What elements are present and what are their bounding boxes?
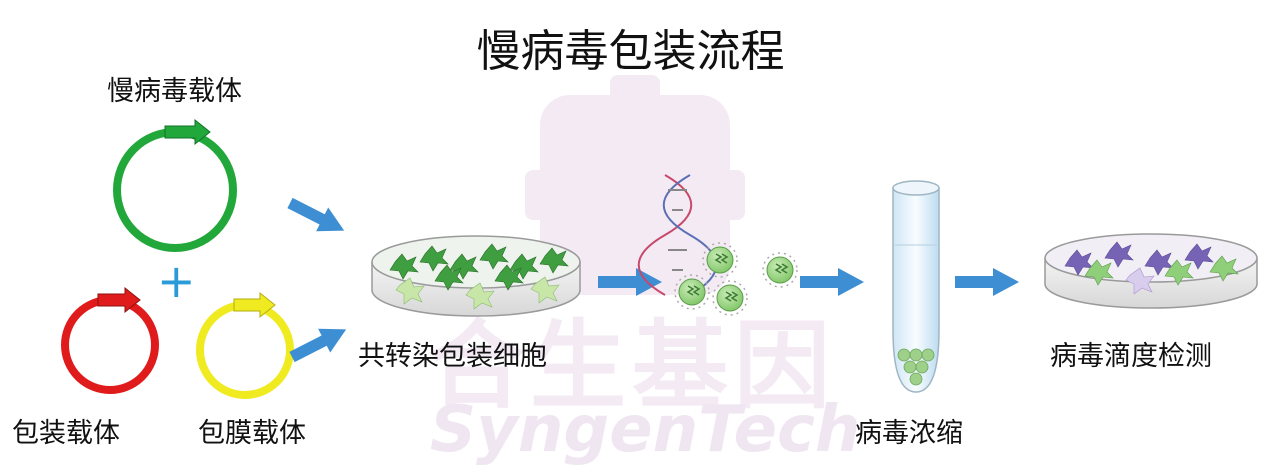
- virus-particle-icon: [712, 280, 748, 316]
- flow-arrow-icon: [800, 268, 864, 296]
- concentration-label: 病毒浓缩: [855, 418, 963, 449]
- watermark-brand-text: SyngenTech: [430, 393, 861, 467]
- watermark-gear-icon: [525, 75, 745, 295]
- dna-helix-icon: [637, 174, 718, 296]
- packaging-vector-plasmid-icon: [61, 286, 159, 394]
- envelope-vector-plasmid-icon: [196, 291, 294, 399]
- flow-arrow-icon: [285, 317, 353, 369]
- plus-sign: +: [157, 254, 196, 308]
- titer-petri-dish-icon: [1044, 233, 1258, 309]
- cotransfection-label: 共转染包装细胞: [358, 341, 547, 372]
- page-title: 慢病毒包装流程: [476, 26, 785, 77]
- virus-particle-icon: [762, 252, 798, 288]
- lentiviral-vector-plasmid-icon: [113, 118, 237, 252]
- cotransfection-petri-dish-icon: [371, 235, 581, 317]
- watermark-logo-text: 合生基因: [428, 310, 836, 422]
- lentiviral-vector-label: 慢病毒载体: [107, 76, 242, 107]
- flow-arrow-icon: [955, 268, 1019, 296]
- flow-arrow-icon: [283, 191, 351, 243]
- packaging-vector-label: 包装载体: [12, 418, 120, 449]
- centrifuge-tube-icon: [892, 180, 940, 393]
- envelope-vector-label: 包膜载体: [198, 418, 306, 449]
- titer-detection-label: 病毒滴度检测: [1050, 341, 1212, 372]
